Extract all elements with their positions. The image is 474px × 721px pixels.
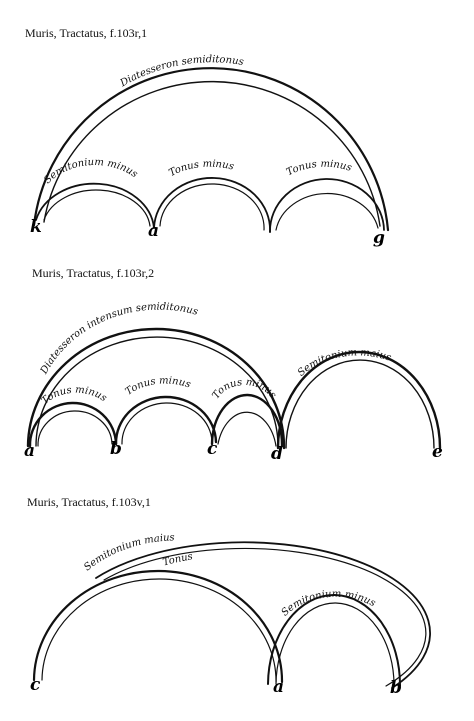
arc-2-s2-outer [114, 395, 218, 446]
caption-diagram-3: Muris, Tractatus, f.103v,1 [27, 495, 151, 509]
arc-2-s3-inner [217, 411, 277, 447]
arc-2-s4-inner [285, 359, 435, 449]
arc-1-outer [32, 67, 390, 232]
arc-2-s4-outer [276, 350, 442, 450]
arc-2-big-inner [35, 336, 279, 447]
arc-label-2-2: Tonus minus [123, 375, 192, 397]
arc-3-mid-inner [41, 578, 277, 683]
arc-label-3-0: Tonus [162, 551, 194, 568]
arc-1-tone-a-inner [159, 183, 265, 231]
note-letter-3-1: a [273, 677, 284, 697]
arc-1-tone-a-outer [153, 177, 271, 233]
note-letter-1-0: k [30, 217, 42, 237]
arc-3-top-outer [95, 541, 431, 689]
note-letter-2-3: d [271, 444, 283, 464]
arc-1-semitone-outer [35, 182, 155, 229]
arc-label-2-3: Tonus minus [211, 377, 279, 401]
arc-2-big-outer [26, 327, 286, 450]
diagram-2: Diatesseron intensum semiditonus Tonus m… [24, 302, 443, 464]
caption-diagram-1: Muris, Tractatus, f.103r,1 [25, 26, 148, 40]
arc-1-inner [43, 80, 381, 227]
arc-label-1-2: Tonus minus [167, 159, 235, 179]
arc-2-s3-outer [210, 393, 284, 448]
arc-3-small-outer [267, 594, 402, 687]
note-letter-2-2: c [207, 439, 218, 459]
diagram-1: Diatesseron semiditonus Semitonium minus… [30, 54, 390, 248]
note-letter-1-2: g [373, 228, 385, 248]
caption-diagram-2: Muris, Tractatus, f.103r,2 [32, 266, 155, 280]
note-letter-2-1: b [110, 439, 122, 459]
arc-3-mid-outer [32, 569, 284, 684]
arc-1-tone-b-outer [269, 178, 385, 233]
arc-label-3-1: Semitonium maius [82, 532, 175, 573]
arc-1-semitone-inner [43, 189, 151, 227]
arc-label-1-3: Tonus minus [285, 159, 353, 179]
note-letter-3-0: c [30, 675, 41, 695]
note-letter-1-1: a [148, 221, 159, 241]
arc-1-tone-b-inner [275, 192, 379, 231]
arc-2-s1-inner [37, 410, 113, 447]
arc-2-s2-inner [121, 402, 213, 445]
note-letter-2-0: a [24, 441, 35, 461]
note-letter-2-4: e [432, 442, 443, 462]
note-letter-3-2: b [390, 678, 402, 698]
diagram-3: Tonus Semitonium maius Semitonium minus … [30, 532, 431, 698]
arc-2-s1-outer [28, 401, 118, 448]
arc-3-top-inner [103, 547, 427, 687]
arc-3-small-inner [275, 602, 395, 687]
